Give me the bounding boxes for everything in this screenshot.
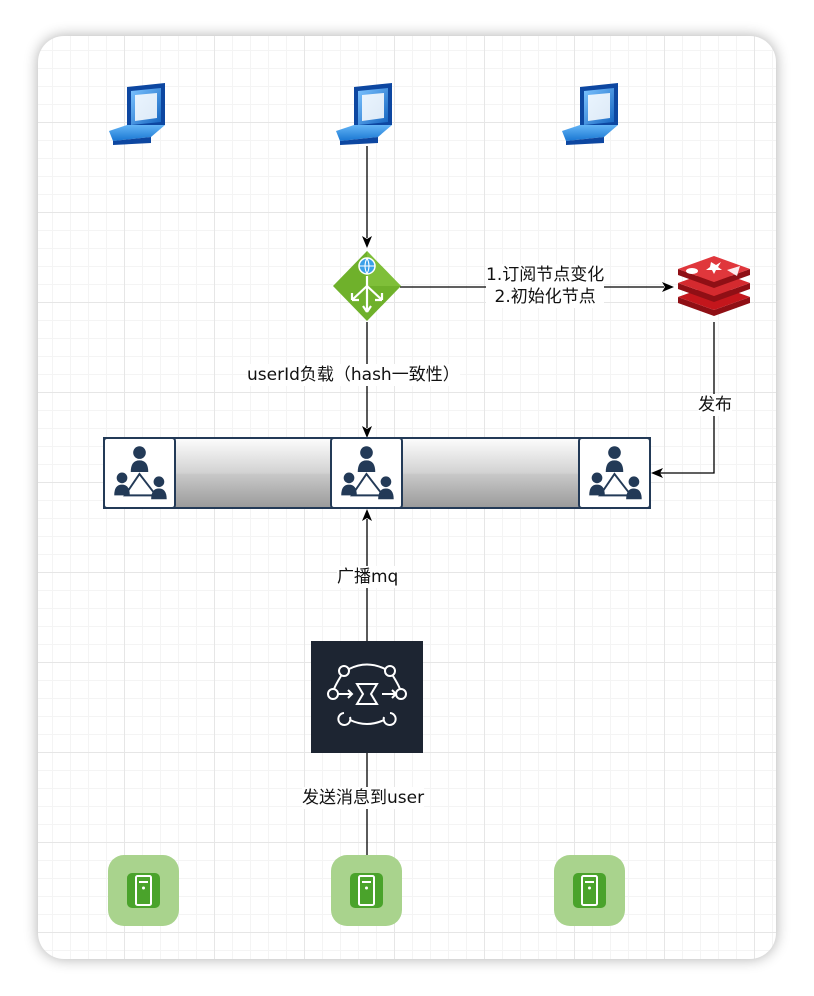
- edge-label-send-message: 发送消息到user: [302, 787, 425, 809]
- arrow-head: [362, 426, 372, 438]
- redis-icon: [678, 256, 750, 316]
- edge-label-broadcast: 广播mq: [337, 566, 399, 588]
- server-node-3[interactable]: [554, 855, 625, 926]
- server-row: [108, 855, 625, 926]
- edge-label-subscribe: 1.订阅节点变化 2.初始化节点: [486, 264, 605, 308]
- gateway-node[interactable]: [333, 251, 401, 321]
- server-icon: [350, 873, 383, 908]
- service-node-3[interactable]: [578, 437, 651, 509]
- client-laptop-1[interactable]: [109, 83, 165, 145]
- server-icon: [127, 873, 160, 908]
- edge-label-load-balance: userId负载（hash一致性）: [247, 364, 460, 386]
- laptop-icon: [562, 83, 618, 145]
- client-laptop-2[interactable]: [336, 83, 392, 145]
- arrow-head: [362, 236, 372, 248]
- mq-node[interactable]: [311, 641, 423, 753]
- service-cluster: [103, 437, 651, 509]
- message-queue-icon: [327, 663, 407, 726]
- edge-label-publish: 发布: [698, 394, 732, 416]
- client-laptop-3[interactable]: [562, 83, 618, 145]
- client-row: [109, 83, 618, 145]
- registry-node[interactable]: [678, 256, 750, 316]
- laptop-icon: [109, 83, 165, 145]
- service-node-1[interactable]: [103, 437, 176, 509]
- service-node-2[interactable]: [330, 437, 403, 509]
- server-node-1[interactable]: [108, 855, 179, 926]
- mq-background: [311, 641, 423, 753]
- arrow-head: [662, 282, 674, 292]
- server-node-2[interactable]: [331, 855, 402, 926]
- edge-redis-cluster: [660, 322, 715, 474]
- load-balancer-icon: [333, 251, 401, 321]
- edge-label-subscribe-line1: 1.订阅节点变化: [486, 265, 605, 285]
- laptop-icon: [336, 83, 392, 145]
- arrow-head: [362, 509, 372, 521]
- server-icon: [573, 873, 606, 908]
- arrow-head: [651, 468, 663, 478]
- edge-label-subscribe-line2: 2.初始化节点: [494, 287, 596, 307]
